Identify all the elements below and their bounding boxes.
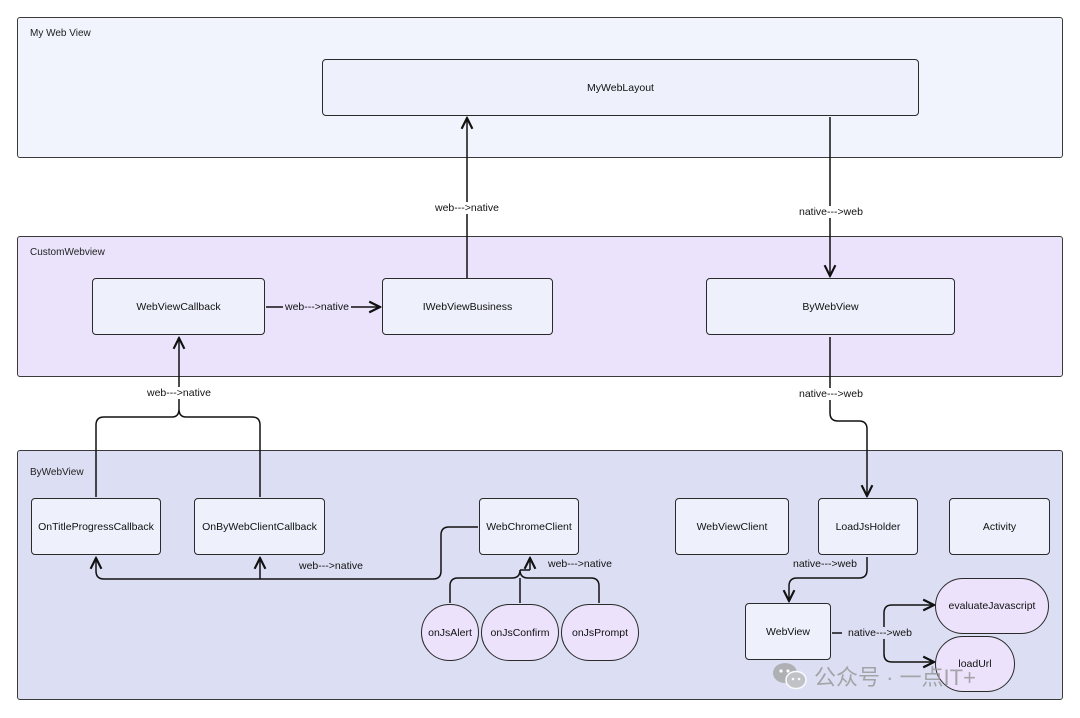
node-on-js-prompt[interactable]: onJsPrompt	[561, 604, 639, 661]
node-label: WebViewCallback	[136, 300, 221, 313]
node-on-js-confirm[interactable]: onJsConfirm	[481, 604, 559, 661]
node-on-js-alert[interactable]: onJsAlert	[421, 604, 479, 661]
node-web-chrome-client[interactable]: WebChromeClient	[479, 498, 579, 555]
node-label: Activity	[982, 520, 1017, 533]
node-label: LoadJsHolder	[835, 520, 901, 533]
node-label: onJsConfirm	[490, 626, 550, 639]
edge-label-webview-to-methods: native--->web	[846, 627, 914, 639]
node-label: OnTitleProgressCallback	[38, 520, 154, 533]
node-label: onJsPrompt	[571, 626, 629, 639]
edge-label-bywebview-to-holder: native--->web	[797, 388, 865, 400]
node-on-title-progress-callback[interactable]: OnTitleProgressCallback	[31, 498, 161, 555]
edge-to-loadurl	[883, 633, 934, 662]
node-label: IWebViewBusiness	[422, 300, 513, 313]
group-title-custom-webview: CustomWebview	[30, 247, 105, 258]
edge-holder-to-webview	[789, 557, 868, 601]
edge-label-callback-to-business: web--->native	[283, 301, 351, 313]
edge-callbacks-bracket	[95, 408, 261, 497]
edge-chrome-to-callbacks	[96, 526, 478, 580]
node-iwebview-business[interactable]: IWebViewBusiness	[382, 278, 553, 335]
node-label: WebViewClient	[696, 520, 768, 533]
group-title-by-webview: ByWebView	[30, 467, 84, 478]
node-my-web-layout[interactable]: MyWebLayout	[322, 59, 919, 116]
edge-js-bracket	[449, 569, 600, 603]
node-webview-client[interactable]: WebViewClient	[675, 498, 789, 555]
edge-bywebview-to-holder	[829, 337, 867, 496]
node-label: onJsAlert	[428, 626, 472, 639]
node-label: WebView	[766, 625, 810, 638]
node-on-by-webclient-callback[interactable]: OnByWebClientCallback	[194, 498, 325, 555]
group-title-my-web-view: My Web View	[30, 28, 91, 39]
edge-label-js-to-chrome: web--->native	[546, 558, 614, 570]
watermark: 公众号 · 一点IT+	[772, 660, 976, 692]
node-bywebview[interactable]: ByWebView	[706, 278, 955, 335]
edge-label-business-to-layout: web--->native	[433, 202, 501, 214]
node-load-js-holder[interactable]: LoadJsHolder	[818, 498, 918, 555]
node-label: OnByWebClientCallback	[202, 520, 317, 533]
node-label: ByWebView	[802, 300, 859, 313]
node-activity[interactable]: Activity	[949, 498, 1050, 555]
watermark-text: 公众号 · 一点IT+	[814, 665, 976, 690]
node-webview[interactable]: WebView	[745, 603, 831, 660]
wechat-icon	[772, 661, 808, 691]
edge-to-evaluate	[883, 605, 934, 633]
node-label: WebChromeClient	[486, 520, 572, 533]
node-webview-callback[interactable]: WebViewCallback	[92, 278, 265, 335]
edge-label-layout-to-bywebview: native--->web	[797, 206, 865, 218]
edge-label-callbacks-to-webviewcallback: web--->native	[145, 387, 213, 399]
node-label: evaluateJavascript	[948, 600, 1036, 612]
edge-label-holder-to-webview: native--->web	[791, 558, 859, 570]
node-evaluate-javascript[interactable]: evaluateJavascript	[935, 578, 1049, 634]
edge-label-chrome-to-callbacks: web--->native	[297, 560, 365, 572]
node-label: MyWebLayout	[587, 81, 654, 94]
node-load-url[interactable]: loadUrl	[935, 636, 1015, 692]
node-label: loadUrl	[958, 658, 992, 670]
